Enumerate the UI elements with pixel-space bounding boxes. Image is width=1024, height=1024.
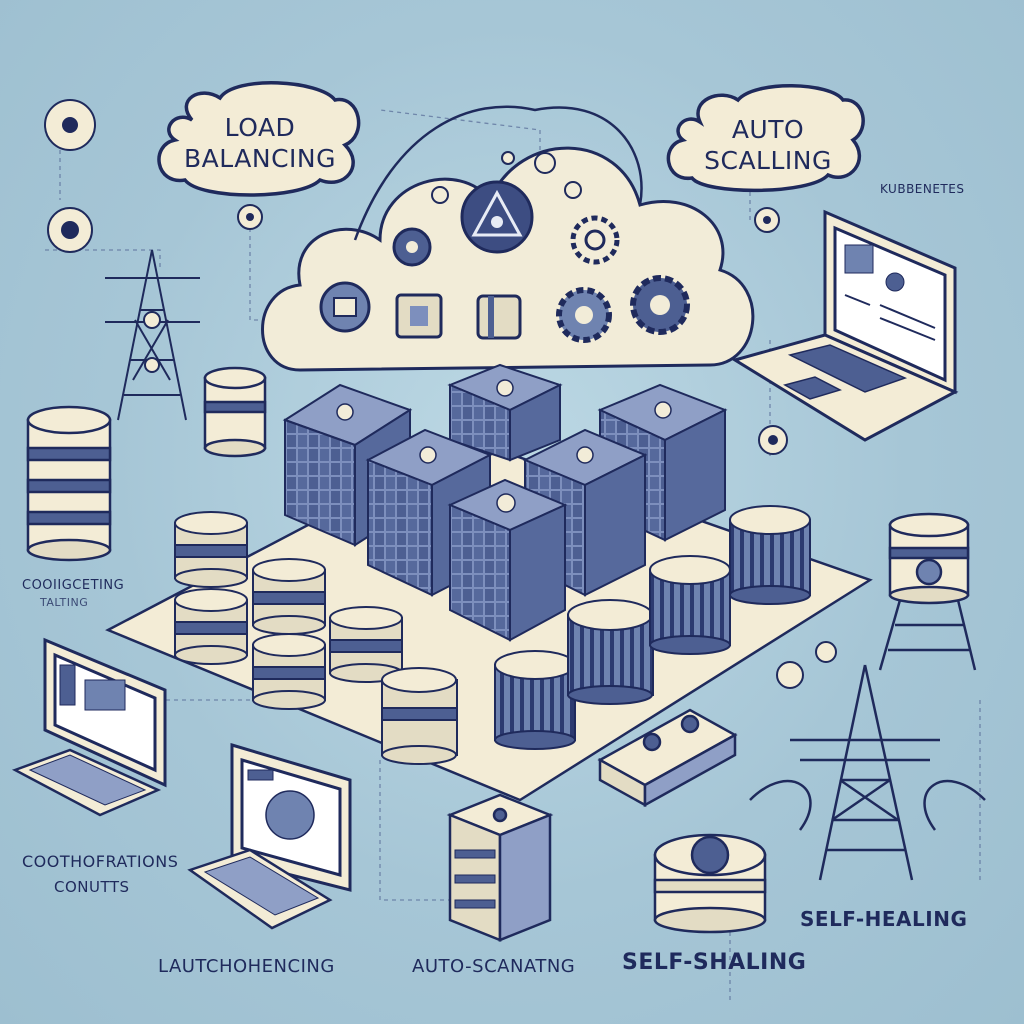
- database-cylinder-icon: [174, 588, 248, 665]
- load-balancing-line-1: LOAD: [224, 113, 296, 142]
- self-healing-label: SELF-HEALING: [800, 907, 968, 931]
- self-healing-cylinder-icon: [653, 833, 767, 934]
- gear-icon: [570, 215, 620, 265]
- auto-scaling-line-1: AUTO: [731, 115, 805, 144]
- load-balancing-line-2: BALANCING: [184, 144, 336, 173]
- storage-cube-icon: [476, 294, 522, 340]
- server-rack-icon: [447, 363, 563, 462]
- storage-node-icon: [567, 599, 654, 705]
- laptop-icon: [731, 209, 959, 442]
- database-cylinder-icon: [203, 366, 267, 458]
- transmission-tower-icon: [105, 249, 200, 421]
- left-lower-label-line-2: CONUTTS: [54, 878, 130, 896]
- auto-scaling-bubble: [666, 84, 865, 193]
- auto-scaling-label: AUTO SCALLING: [668, 114, 868, 176]
- kubernetes-label: KUBBENETES: [880, 182, 965, 196]
- network-switch-icon: [597, 708, 738, 808]
- database-cylinder-icon: [174, 511, 248, 588]
- bottom-label-2: AUTO-SCANATNG: [412, 956, 576, 977]
- desktop-monitor-icon: [43, 637, 167, 788]
- transmission-tower-icon: [749, 664, 986, 881]
- server-rack-icon: [446, 793, 554, 942]
- storage-node-icon: [729, 505, 811, 605]
- server-cubes: [282, 363, 728, 642]
- auto-scaling-line-2: SCALLING: [704, 146, 832, 175]
- container-cube-icon: [395, 293, 443, 339]
- node-marker-glyphs: [61, 117, 778, 445]
- striped-cylinders: [494, 505, 811, 750]
- small-cloud-dots-icon: [431, 151, 582, 204]
- container-icon: [319, 281, 371, 333]
- database-cylinder-icon: [329, 606, 403, 683]
- node-marker-icons: [44, 99, 837, 689]
- keyboard-icon: [11, 748, 162, 817]
- left-lower-label-line-1: COOTHOFRATIONS: [22, 852, 179, 871]
- database-stack-icon: [26, 405, 112, 562]
- left-upper-label-line-2: TALTING: [40, 596, 89, 609]
- load-balancing-label: LOAD BALANCING: [160, 112, 360, 174]
- node-icon: [392, 227, 432, 267]
- bottom-label-1: LAUTCHOHENCING: [158, 956, 335, 977]
- database-cylinder-icon: [252, 558, 326, 635]
- database-cylinder-icon: [381, 667, 458, 765]
- server-rack-icon: [447, 478, 568, 642]
- storage-node-icon: [649, 555, 731, 655]
- storage-node-icon: [494, 650, 576, 750]
- scaling-gear-icon: [630, 275, 690, 335]
- desktop-monitor-icon: [230, 742, 352, 892]
- database-cylinders: [174, 511, 458, 765]
- water-tower-icon: [878, 512, 977, 671]
- load-balancing-bubble: [157, 81, 361, 197]
- bottom-label-3: SELF-SHALING: [622, 950, 807, 975]
- settings-gear-icon: [556, 287, 612, 343]
- keyboard-icon: [187, 848, 333, 930]
- left-upper-label-line-1: COOIIGCETING: [22, 578, 125, 593]
- database-cylinder-icon: [252, 633, 326, 710]
- kubernetes-logo-icon: [460, 180, 534, 254]
